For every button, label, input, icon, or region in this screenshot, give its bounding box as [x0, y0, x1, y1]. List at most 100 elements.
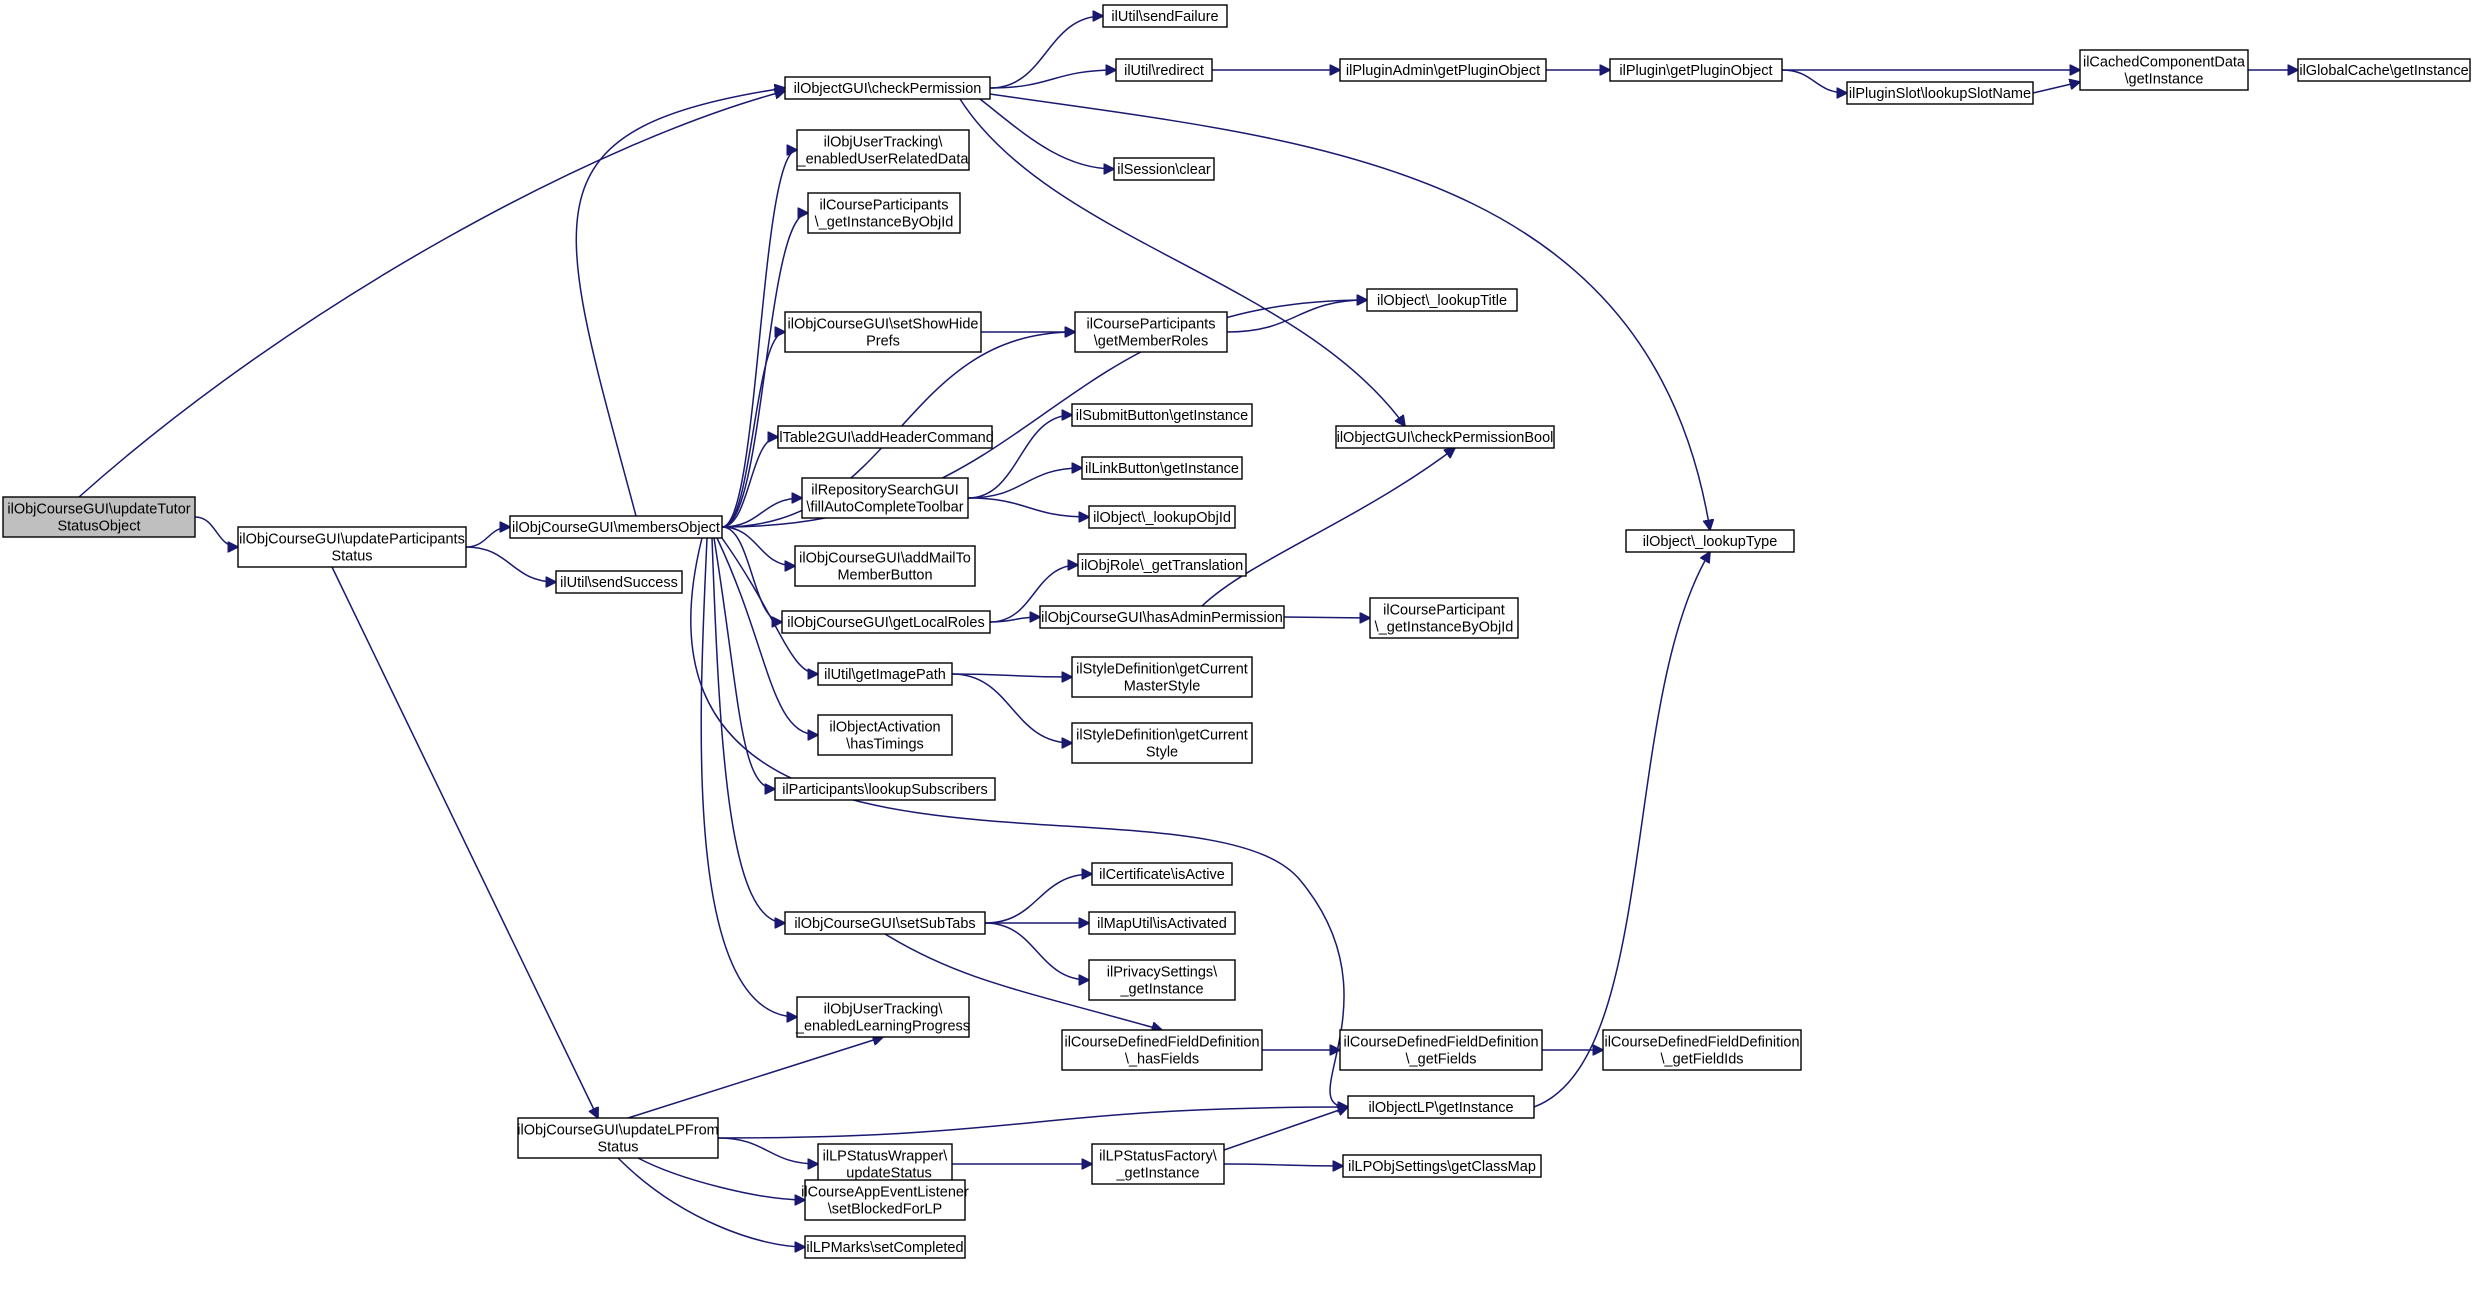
node-box [817, 1143, 953, 1185]
node-getImagePath[interactable]: ilUtil\getImagePath [817, 662, 953, 686]
node-label: \getInstance [2125, 72, 2204, 88]
node-label: ilRepositorySearchGUI [811, 483, 958, 499]
edge-lpStatusFactory-to-objectLPGetInstance [1223, 1107, 1348, 1151]
node-privacySettings[interactable]: ilPrivacySettings\_getInstance [1088, 959, 1236, 1001]
node-checkPermission[interactable]: ilObjectGUI\checkPermission [784, 76, 991, 100]
node-box [1091, 1143, 1225, 1185]
node-lookupType[interactable]: ilObject\_lookupType [1625, 529, 1795, 553]
node-box [1074, 311, 1228, 353]
node-label: ilCourseDefinedFieldDefinition [1604, 1035, 1799, 1051]
node-label: ilCourseParticipants [1087, 317, 1216, 333]
node-label: ilGlobalCache\getInstance [2299, 63, 2468, 79]
node-mapUtilIsActivated[interactable]: ilMapUtil\isActivated [1088, 911, 1236, 935]
node-getFields[interactable]: ilCourseDefinedFieldDefinition\_getField… [1339, 1029, 1543, 1071]
edge-updateTutorStatusObject-to-checkPermission [78, 91, 785, 498]
node-certificateIsActive[interactable]: ilCertificate\isActive [1091, 862, 1233, 886]
node-label: ilObjCourseGUI\membersObject [512, 520, 720, 536]
node-pluginGetPluginObject[interactable]: ilPlugin\getPluginObject [1609, 58, 1783, 82]
node-addHeaderCommand[interactable]: ilTable2GUI\addHeaderCommand [776, 425, 994, 449]
node-label: \_getFieldIds [1660, 1052, 1743, 1068]
edge-hasAdminPermission-to-checkPermissionBool [1201, 448, 1455, 607]
node-getMemberRoles[interactable]: ilCourseParticipants\getMemberRoles [1074, 311, 1228, 353]
node-label: ilLPObjSettings\getClassMap [1348, 1159, 1536, 1175]
node-lpStatusWrapperUpdate[interactable]: ilLPStatusWrapper\_updateStatus [817, 1143, 953, 1185]
node-label: \_getFields [1406, 1052, 1477, 1068]
node-redirect[interactable]: ilUtil\redirect [1115, 58, 1213, 82]
node-pluginAdminGetPluginObject[interactable]: ilPluginAdmin\getPluginObject [1339, 58, 1547, 82]
node-getLocalRoles[interactable]: ilObjCourseGUI\getLocalRoles [781, 610, 991, 634]
node-label: ilObjCourseGUI\addMailTo [799, 551, 971, 567]
edge-fillAutoCompleteToolbar-to-lookupObjId [967, 497, 1089, 517]
edges-layer [78, 16, 2298, 1247]
node-submitButton[interactable]: ilSubmitButton\getInstance [1071, 403, 1253, 427]
node-lookupObjId[interactable]: ilObject\_lookupObjId [1088, 505, 1236, 529]
node-linkButton[interactable]: ilLinkButton\getInstance [1081, 456, 1243, 480]
node-membersObject[interactable]: ilObjCourseGUI\membersObject [509, 515, 723, 539]
node-box [1846, 81, 2034, 105]
node-box [1366, 288, 1518, 312]
node-hasFields[interactable]: ilCourseDefinedFieldDefinition\_hasField… [1061, 1029, 1263, 1071]
node-label: _updateStatus [837, 1166, 932, 1182]
node-hasAdminPermission[interactable]: ilObjCourseGUI\hasAdminPermission [1039, 605, 1285, 629]
node-enabledUserRelatedData[interactable]: ilObjUserTracking\_enabledUserRelatedDat… [796, 129, 970, 171]
node-box [1088, 505, 1236, 529]
edge-membersObject-to-addMailToMemberButton [721, 526, 795, 566]
node-objectLPGetInstance[interactable]: ilObjectLP\getInstance [1347, 1095, 1535, 1119]
node-label: StatusObject [57, 519, 140, 535]
node-box [801, 477, 969, 519]
node-label: MemberButton [837, 568, 932, 584]
node-getFieldIds[interactable]: ilCourseDefinedFieldDefinition\_getField… [1602, 1029, 1802, 1071]
node-box [1071, 403, 1253, 427]
node-label: ilObjUserTracking\ [824, 135, 944, 151]
node-courseParticipantsGetInstance[interactable]: ilCourseParticipants\_getInstanceByObjId [807, 192, 961, 234]
edge-membersObject-to-hasTimings [716, 537, 818, 735]
edge-checkPermission-to-sendFailure [989, 16, 1103, 89]
node-getTranslation[interactable]: ilObjRole\_getTranslation [1077, 553, 1247, 577]
node-box [777, 425, 993, 449]
node-globalCache[interactable]: ilGlobalCache\getInstance [2297, 58, 2471, 82]
node-label: ilLinkButton\getInstance [1085, 461, 1239, 477]
node-lookupTitle[interactable]: ilObject\_lookupTitle [1366, 288, 1518, 312]
node-label: _enabledLearningProgress [795, 1019, 970, 1035]
node-label: ilObject\_lookupTitle [1377, 293, 1507, 309]
node-box [1088, 959, 1236, 1001]
node-label: ilUtil\redirect [1124, 63, 1204, 79]
node-fillAutoCompleteToolbar[interactable]: ilRepositorySearchGUI\fillAutoCompleteTo… [801, 477, 969, 519]
node-appEventListener[interactable]: ilCourseAppEventListener\setBlockedForLP [801, 1179, 969, 1221]
node-lpStatusFactory[interactable]: ilLPStatusFactory\_getInstance [1091, 1143, 1225, 1185]
node-box [784, 76, 991, 100]
node-checkPermissionBool[interactable]: ilObjectGUI\checkPermissionBool [1335, 425, 1555, 449]
node-box [794, 545, 976, 587]
node-hasTimings[interactable]: ilObjectActivation\hasTimings [817, 714, 953, 756]
node-label: ilObjCourseGUI\setShowHide [788, 317, 979, 333]
node-courseParticipantGetInstance[interactable]: ilCourseParticipant\_getInstanceByObjId [1369, 597, 1519, 639]
node-lookupSubscribers[interactable]: ilParticipants\lookupSubscribers [774, 777, 996, 801]
node-pluginSlotLookup[interactable]: ilPluginSlot\lookupSlotName [1846, 81, 2034, 105]
edge-membersObject-to-addHeaderCommand [721, 437, 778, 528]
node-setSubTabs[interactable]: ilObjCourseGUI\setSubTabs [784, 911, 986, 935]
edge-membersObject-to-getLocalRoles [721, 526, 782, 622]
node-lpMarksSetCompleted[interactable]: ilLPMarks\setCompleted [804, 1235, 966, 1259]
node-cachedComponentData[interactable]: ilCachedComponentData\getInstance [2079, 49, 2249, 91]
node-label: _enabledUserRelatedData [797, 152, 970, 168]
node-box [237, 526, 467, 568]
node-label: ilObjectActivation [829, 720, 940, 736]
edge-checkPermission-to-sessionClear [979, 98, 1114, 169]
node-sendFailure[interactable]: ilUtil\sendFailure [1102, 4, 1228, 28]
node-sendSuccess[interactable]: ilUtil\sendSuccess [555, 570, 683, 594]
node-enabledLearningProgress[interactable]: ilObjUserTracking\_enabledLearningProgre… [795, 996, 970, 1038]
node-label: ilCourseDefinedFieldDefinition [1343, 1035, 1538, 1051]
node-lpObjSettings[interactable]: ilLPObjSettings\getClassMap [1342, 1154, 1542, 1178]
node-sessionClear[interactable]: ilSession\clear [1113, 157, 1215, 181]
edge-fillAutoCompleteToolbar-to-linkButton [967, 468, 1082, 499]
node-box [796, 996, 970, 1038]
node-label: \getMemberRoles [1094, 334, 1208, 350]
